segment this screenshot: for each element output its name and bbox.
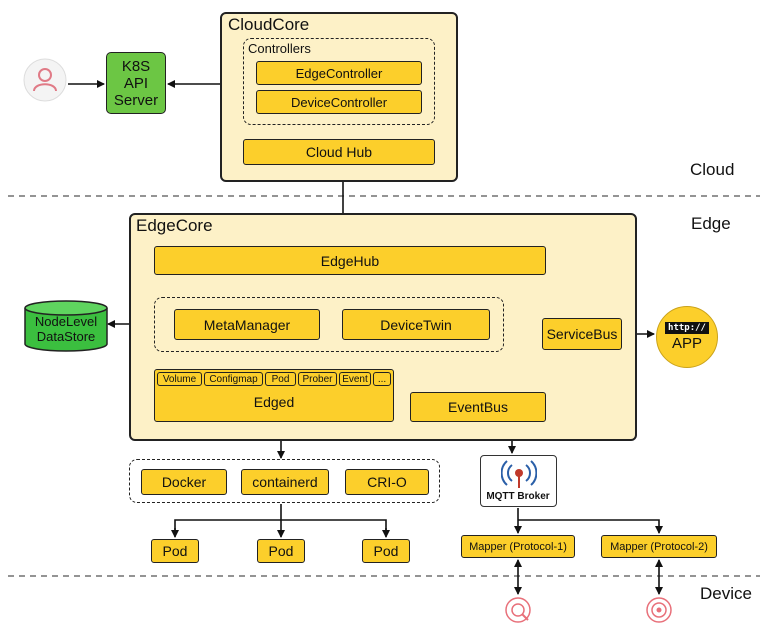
mqtt-broker: MQTT Broker	[480, 455, 557, 507]
meta-twin-group	[154, 297, 504, 352]
edge-hub: EdgeHub	[154, 246, 546, 275]
controllers-label: Controllers	[248, 41, 311, 56]
device-1-icon	[504, 596, 532, 624]
mapper-protocol-2: Mapper (Protocol-2)	[601, 535, 717, 558]
edged-tab-configmap: Configmap	[204, 372, 263, 386]
k8s-api-server: K8S API Server	[106, 52, 166, 114]
app-node: http:// APP	[656, 306, 718, 368]
app-label: APP	[671, 335, 702, 352]
edged-tab-pod: Pod	[265, 372, 296, 386]
mqtt-label: MQTT Broker	[486, 491, 550, 502]
mqtt-mapper-branch	[518, 519, 660, 530]
mapper-protocol-1: Mapper (Protocol-1)	[461, 535, 575, 558]
zone-cloud-label: Cloud	[690, 160, 735, 179]
edgecore-title: EdgeCore	[136, 216, 213, 235]
service-bus: ServiceBus	[542, 318, 622, 350]
broadcast-icon	[501, 460, 537, 488]
datastore-cylinder-icon	[24, 300, 108, 352]
runtime-containerd: containerd	[241, 469, 329, 495]
runtime-crio: CRI-O	[345, 469, 429, 495]
meta-manager: MetaManager	[174, 309, 320, 340]
edged-label: Edged	[253, 394, 295, 410]
edge-controller: EdgeController	[256, 61, 422, 85]
edged-tab-prober: Prober	[298, 372, 337, 386]
runtime-group	[129, 459, 440, 503]
runtime-docker: Docker	[141, 469, 227, 495]
edged-tab-volume: Volume	[157, 372, 202, 386]
controllers-group	[243, 38, 435, 125]
datastore-line2: DataStore	[36, 329, 96, 344]
cloud-hub: Cloud Hub	[243, 139, 435, 165]
cloudcore-title: CloudCore	[228, 15, 310, 34]
datastore-line1: NodeLevel	[34, 314, 98, 329]
zone-device-label: Device	[700, 584, 752, 603]
pod-2: Pod	[257, 539, 305, 563]
user-icon	[23, 58, 67, 102]
edged-tab-event: Event	[339, 372, 371, 386]
edged-tab-more: ...	[373, 372, 391, 386]
pod-1: Pod	[151, 539, 199, 563]
pod-3: Pod	[362, 539, 410, 563]
datastore: NodeLevel DataStore	[24, 300, 108, 352]
zone-edge-label: Edge	[691, 214, 731, 233]
k8s-line2: API Server	[113, 74, 159, 109]
device-twin: DeviceTwin	[342, 309, 490, 340]
device-2-icon	[645, 596, 673, 624]
app-http-badge: http://	[665, 322, 709, 334]
event-bus: EventBus	[410, 392, 546, 422]
device-controller: DeviceController	[256, 90, 422, 114]
k8s-line1: K8S	[121, 57, 151, 75]
